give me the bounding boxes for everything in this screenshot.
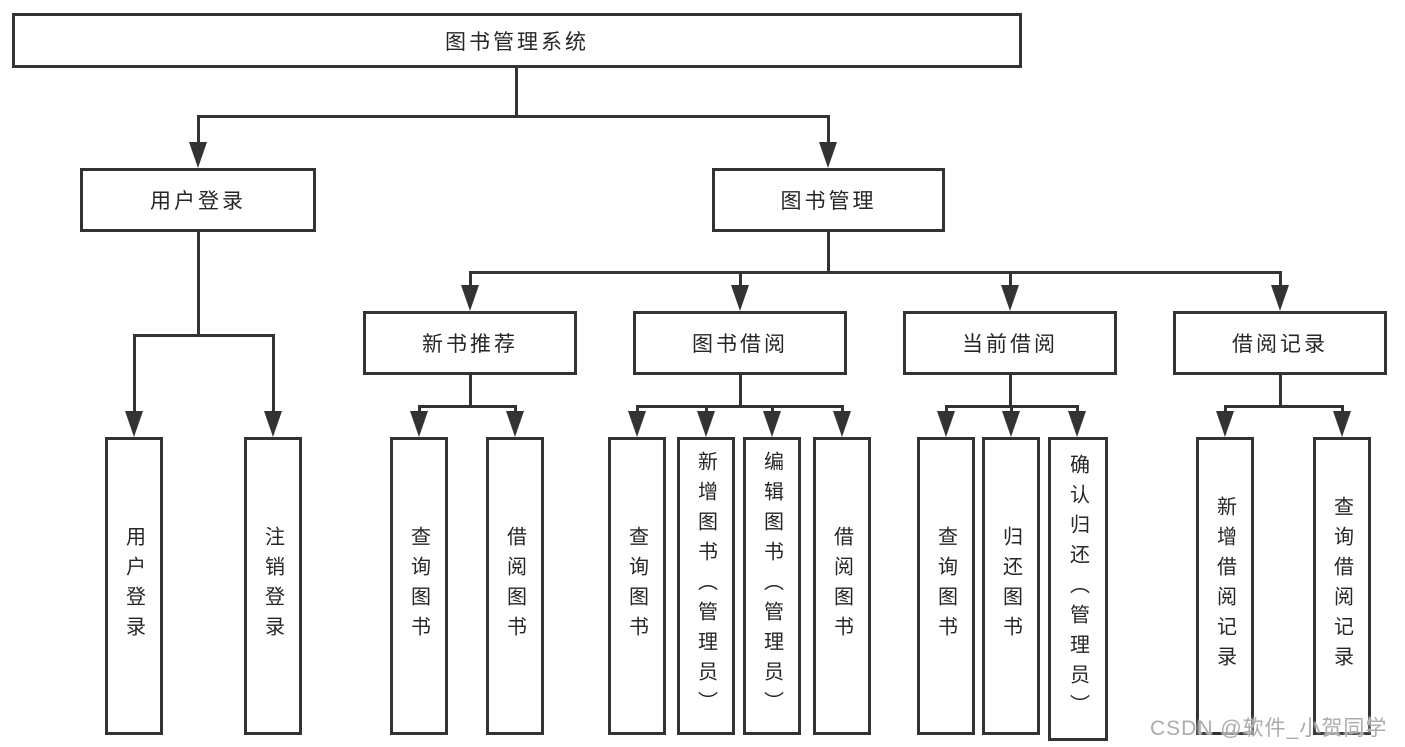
edge-to-br-query-shaft xyxy=(1341,405,1344,414)
edge-borrow-records-stub xyxy=(1279,375,1282,407)
node-book-borrow: 图书借阅 xyxy=(633,311,847,375)
edge-to-cb-query-shaft xyxy=(945,405,948,414)
node-bb-borrow-books-label: 借阅图书 xyxy=(830,526,853,646)
node-root-system: 图书管理系统 xyxy=(12,13,1022,68)
node-cb-return-books-label: 归还图书 xyxy=(999,526,1022,646)
node-cb-query-books: 查询图书 xyxy=(917,437,975,735)
edge-to-bb-edit-shaft xyxy=(771,405,774,414)
arrowhead-bb-query xyxy=(628,411,646,437)
node-new-book: 新书推荐 xyxy=(363,311,577,375)
edge-to-cb-return-shaft xyxy=(1010,405,1013,414)
node-borrow-records: 借阅记录 xyxy=(1173,311,1387,375)
arrowhead-book-manage xyxy=(819,142,837,168)
arrowhead-user-login xyxy=(189,142,207,168)
edge-to-current-borrow-shaft xyxy=(1009,271,1012,288)
node-book-borrow-label: 图书借阅 xyxy=(692,333,788,356)
arrowhead-cb-confirm xyxy=(1068,411,1086,437)
edge-to-bb-borrow-shaft xyxy=(841,405,844,414)
edge-root-stub xyxy=(515,67,518,117)
node-nb-borrow-books: 借阅图书 xyxy=(486,437,544,735)
arrowhead-book-borrow xyxy=(731,285,749,311)
edge-to-book-borrow-shaft xyxy=(739,271,742,288)
edge-new-book-split xyxy=(418,405,516,408)
arrowhead-borrow-records xyxy=(1271,285,1289,311)
node-book-manage: 图书管理 xyxy=(712,168,945,232)
node-borrow-records-label: 借阅记录 xyxy=(1232,333,1328,356)
edge-to-bb-query-shaft xyxy=(636,405,639,414)
edge-to-logout-shaft xyxy=(272,334,275,413)
arrowhead-new-book xyxy=(461,285,479,311)
node-br-add-record-label: 新增借阅记录 xyxy=(1213,496,1236,676)
node-user-login-label: 用户登录 xyxy=(150,190,246,213)
edge-book-manage-split xyxy=(469,271,1281,274)
node-bb-add-books-admin-label: 新增图书（管理员） xyxy=(694,451,717,721)
edge-borrow-records-split xyxy=(1224,405,1343,408)
edge-current-borrow-stub xyxy=(1009,375,1012,407)
node-cb-return-books: 归还图书 xyxy=(982,437,1040,735)
edge-to-nb-query-shaft xyxy=(418,405,421,414)
arrowhead-bb-edit xyxy=(763,411,781,437)
node-current-borrow: 当前借阅 xyxy=(903,311,1117,375)
edge-new-book-stub xyxy=(469,375,472,407)
node-login-label: 用户登录 xyxy=(122,526,145,646)
arrowhead-nb-query xyxy=(410,411,428,437)
edge-book-borrow-split xyxy=(636,405,843,408)
node-cb-confirm-return-admin-label: 确认归还（管理员） xyxy=(1066,454,1089,724)
node-nb-borrow-books-label: 借阅图书 xyxy=(503,526,526,646)
node-br-query-record-label: 查询借阅记录 xyxy=(1330,496,1353,676)
edge-to-new-book-shaft xyxy=(469,271,472,288)
node-bb-add-books-admin: 新增图书（管理员） xyxy=(677,437,735,735)
edge-book-manage-stub xyxy=(827,232,830,273)
node-logout: 注销登录 xyxy=(244,437,302,735)
node-bb-edit-books-admin-label: 编辑图书（管理员） xyxy=(760,451,783,721)
edge-to-cb-confirm-shaft xyxy=(1076,405,1079,414)
node-new-book-label: 新书推荐 xyxy=(422,333,518,356)
arrowhead-cb-query xyxy=(937,411,955,437)
arrowhead-bb-borrow xyxy=(833,411,851,437)
node-br-add-record: 新增借阅记录 xyxy=(1196,437,1254,735)
node-bb-query-books: 查询图书 xyxy=(608,437,666,735)
edge-book-borrow-stub xyxy=(739,375,742,407)
node-user-login: 用户登录 xyxy=(80,168,316,232)
edge-to-user-login-shaft xyxy=(197,115,200,146)
arrowhead-cb-return xyxy=(1002,411,1020,437)
node-nb-query-books-label: 查询图书 xyxy=(407,526,430,646)
edge-to-br-add-shaft xyxy=(1224,405,1227,414)
node-login: 用户登录 xyxy=(105,437,163,735)
arrowhead-login xyxy=(125,411,143,437)
arrowhead-bb-add xyxy=(697,411,715,437)
arrowhead-current-borrow xyxy=(1001,285,1019,311)
edge-root-split xyxy=(197,115,829,118)
arrowhead-nb-borrow xyxy=(506,411,524,437)
node-book-manage-label: 图书管理 xyxy=(780,190,877,213)
csdn-watermark: CSDN @软件_小贺同学 xyxy=(1150,717,1388,740)
edge-user-login-split xyxy=(133,334,274,337)
edge-to-nb-borrow-shaft xyxy=(514,405,517,414)
arrowhead-logout xyxy=(264,411,282,437)
node-cb-query-books-label: 查询图书 xyxy=(934,526,957,646)
edge-to-login-shaft xyxy=(133,334,136,413)
node-root-system-label: 图书管理系统 xyxy=(445,30,589,54)
edge-to-borrow-records-shaft xyxy=(1279,271,1282,288)
node-bb-edit-books-admin: 编辑图书（管理员） xyxy=(743,437,801,735)
node-nb-query-books: 查询图书 xyxy=(390,437,448,735)
node-bb-query-books-label: 查询图书 xyxy=(625,526,648,646)
edge-user-login-stub xyxy=(197,232,200,336)
node-br-query-record: 查询借阅记录 xyxy=(1313,437,1371,735)
node-current-borrow-label: 当前借阅 xyxy=(962,333,1058,356)
node-cb-confirm-return-admin: 确认归还（管理员） xyxy=(1048,437,1108,741)
arrowhead-br-add xyxy=(1216,411,1234,437)
node-bb-borrow-books: 借阅图书 xyxy=(813,437,871,735)
edge-to-book-manage-shaft xyxy=(827,115,830,146)
node-logout-label: 注销登录 xyxy=(261,526,284,646)
arrowhead-br-query xyxy=(1333,411,1351,437)
edge-to-bb-add-shaft xyxy=(705,405,708,414)
